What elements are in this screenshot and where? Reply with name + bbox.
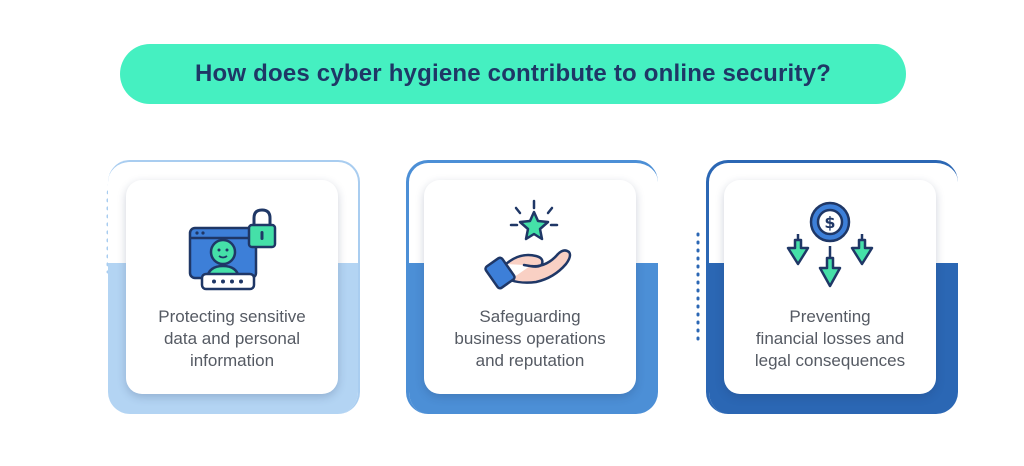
title-banner: How does cyber hygiene contribute to onl… — [120, 44, 906, 104]
label-line: Preventing — [789, 307, 871, 326]
card-label: Safeguarding business operations and rep… — [432, 306, 628, 372]
hand-star-icon — [484, 199, 572, 290]
card-inner: $ Preventing financial losses and legal … — [724, 180, 936, 394]
card-label: Protecting sensitive data and personal i… — [134, 306, 330, 372]
svg-text:$: $ — [824, 213, 835, 232]
label-line: business operations — [454, 329, 606, 348]
card-safeguarding-business: Safeguarding business operations and rep… — [406, 160, 658, 414]
card-preventing-losses: $ Preventing financial losses and legal … — [706, 160, 958, 414]
user-lock-icon — [188, 208, 277, 291]
dotted-decoration-right — [696, 232, 700, 342]
label-line: information — [189, 351, 275, 370]
dollar-down-arrows-icon: $ — [786, 201, 874, 288]
label-line: Protecting sensitive — [158, 307, 306, 326]
label-line: financial losses and — [755, 329, 905, 348]
card-inner: Protecting sensitive data and personal i… — [126, 180, 338, 394]
label-line: legal consequences — [754, 351, 906, 370]
card-inner: Safeguarding business operations and rep… — [424, 180, 636, 394]
card-label: Preventing financial losses and legal co… — [732, 306, 928, 372]
page-title: How does cyber hygiene contribute to onl… — [194, 60, 832, 87]
label-line: Safeguarding — [479, 307, 581, 326]
card-protecting-data: Protecting sensitive data and personal i… — [108, 160, 360, 414]
label-line: data and personal — [163, 329, 301, 348]
label-line: and reputation — [475, 351, 585, 370]
